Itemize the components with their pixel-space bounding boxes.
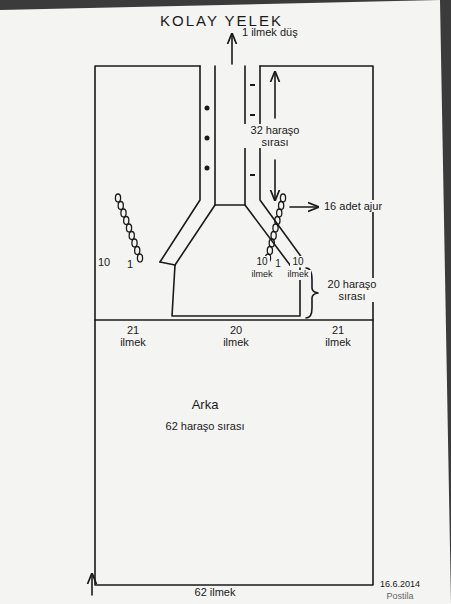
right-band (260, 66, 305, 262)
left-band (160, 66, 200, 262)
dimension-label: 10 (254, 256, 269, 267)
dimension-label: 20 haraşo sırası (320, 278, 384, 302)
dimension-label: 1 (273, 258, 283, 269)
arrow (274, 160, 276, 200)
eyelet-chain (115, 194, 285, 262)
buttons (205, 106, 210, 171)
dimension-label: ilmek (249, 270, 274, 280)
arrow (231, 34, 233, 64)
signature-note: Postila (384, 592, 415, 602)
left-band (175, 66, 215, 265)
dimension-label: 20 ilmek (219, 324, 253, 348)
leader-line (290, 206, 318, 208)
dimension-label: 1 ilmek düş (240, 26, 300, 38)
dimension-label: ilmek (285, 270, 310, 280)
dimension-label: 21 ilmek (321, 324, 355, 348)
dimension-label: 62 haraşo sırası (164, 420, 247, 432)
dimension-label: 32 haraşo sırası (242, 124, 308, 148)
right-band (245, 66, 290, 265)
back-line (95, 319, 373, 321)
dimension-label: 10 (96, 256, 112, 268)
arrow (274, 72, 276, 118)
neck-piece (172, 205, 300, 316)
vest-outline (95, 66, 373, 585)
part-name: Arka (190, 398, 221, 412)
dimension-label: 10 (290, 256, 305, 267)
dimension-label: 21 ilmek (116, 324, 150, 348)
signature-note: 16.6.2014 (378, 580, 422, 590)
dimension-label: 62 ilmek (193, 586, 238, 598)
armhole-line (160, 262, 305, 265)
arrow (91, 574, 93, 595)
dimension-label: 1 (125, 258, 135, 270)
dimension-label: 16 adet ajur (322, 200, 384, 212)
